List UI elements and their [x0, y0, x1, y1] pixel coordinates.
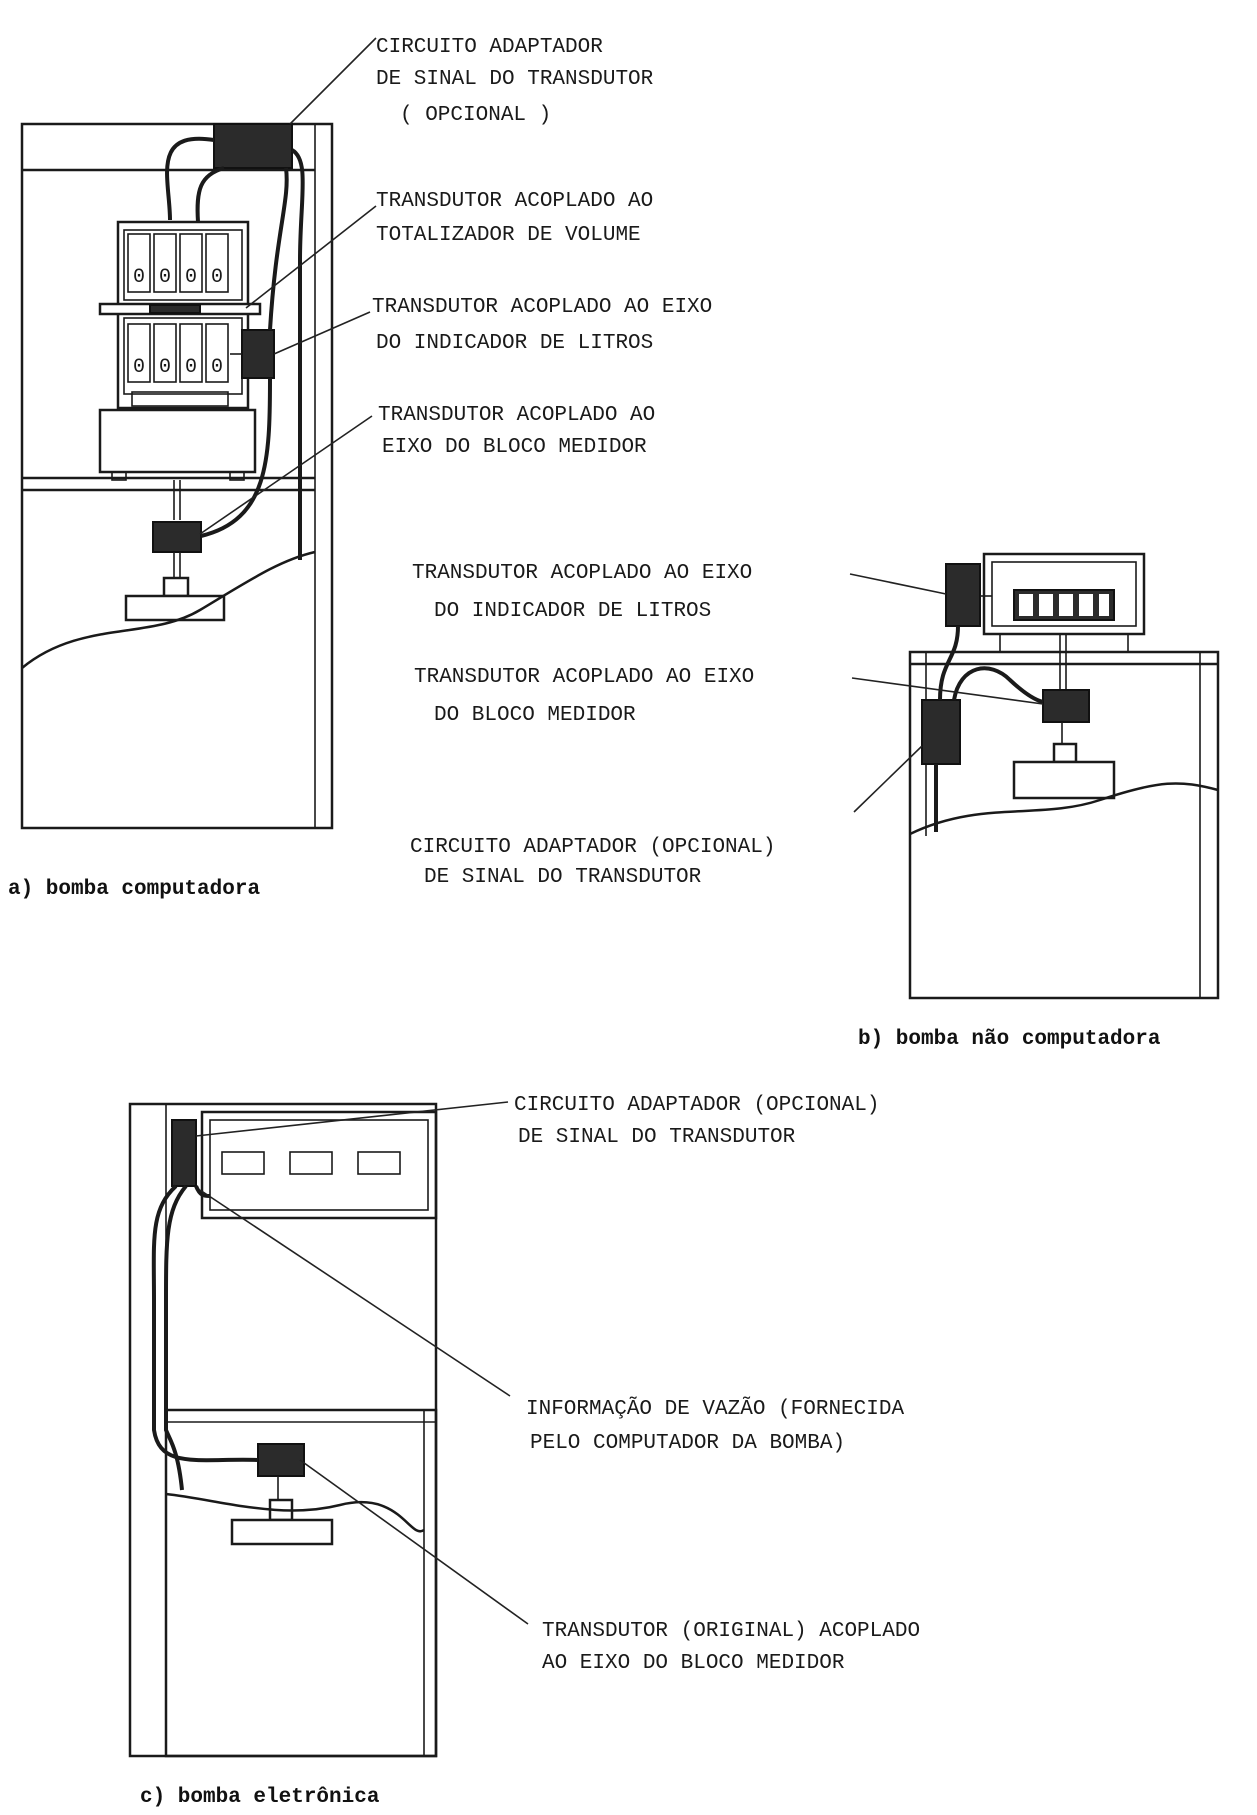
pump-a-cabinet — [20, 122, 334, 830]
pump-b-ground — [909, 782, 1219, 836]
pump-b-meterblock-label-2: DO BLOCO MEDIDOR — [434, 704, 636, 727]
pump-c-flow-label-2: PELO COMPUTADOR DA BOMBA) — [530, 1432, 845, 1455]
pump-b-cabinet — [908, 650, 1220, 1000]
svg-text:0: 0 — [159, 356, 171, 379]
pump-c-display-panel — [200, 1110, 438, 1220]
pump-a-circuit-label-1: CIRCUITO ADAPTADOR — [376, 36, 603, 59]
pump-c-flow-label-1: INFORMAÇÃO DE VAZÃO (FORNECIDA — [526, 1396, 904, 1421]
pump-b-display — [982, 552, 1146, 636]
pump-a-register: 0 0 0 0 0 0 0 0 — [98, 220, 262, 410]
pump-a-caption: a) bomba computadora — [8, 878, 260, 901]
pump-c-ground — [165, 1492, 425, 1533]
svg-text:0: 0 — [133, 266, 145, 289]
pump-c-lower-cabinet — [164, 1408, 438, 1758]
totalizer-digits: 0 0 0 0 — [127, 233, 229, 293]
totalizer-transducer — [149, 304, 201, 314]
pump-b-liters-label-1: TRANSDUTOR ACOPLADO AO EIXO — [412, 562, 752, 585]
pump-b-meterblock-transducer — [1042, 689, 1090, 723]
pump-c-electronic — [128, 1102, 438, 1758]
pump-b-liters-label-2: DO INDICADOR DE LITROS — [434, 600, 711, 623]
leader-lines — [195, 37, 1044, 1625]
pump-c-circuit-adapter — [171, 1119, 197, 1187]
pump-b-circuit-label-2: DE SINAL DO TRANSDUTOR — [424, 866, 702, 889]
pump-c-original-label-2: AO EIXO DO BLOCO MEDIDOR — [542, 1652, 845, 1675]
svg-text:0: 0 — [185, 356, 197, 379]
pump-c-original-transducer — [257, 1443, 305, 1477]
svg-text:0: 0 — [211, 356, 223, 379]
svg-text:0: 0 — [133, 356, 145, 379]
svg-text:0: 0 — [211, 266, 223, 289]
pump-c-circuit-label-2: DE SINAL DO TRANSDUTOR — [518, 1126, 796, 1149]
pump-a-computing: 0 0 0 0 0 0 0 0 — [20, 122, 334, 830]
pump-a-liters-label-1: TRANSDUTOR ACOPLADO AO EIXO — [372, 296, 712, 319]
pump-a-circuit-label-3: ( OPCIONAL ) — [400, 104, 551, 127]
pump-a-circuit-label-2: DE SINAL DO TRANSDUTOR — [376, 68, 654, 91]
pump-a-meterblock-label-1: TRANSDUTOR ACOPLADO AO — [378, 404, 655, 427]
pump-a-liters-transducer — [241, 329, 275, 379]
pump-c-original-label-1: TRANSDUTOR (ORIGINAL) ACOPLADO — [542, 1620, 920, 1643]
pump-b-liters-transducer — [945, 563, 981, 627]
pump-a-meter-box — [98, 408, 257, 474]
pump-a-circuit-adapter — [213, 123, 293, 169]
pump-b-meterblock-label-1: TRANSDUTOR ACOPLADO AO EIXO — [414, 666, 754, 689]
svg-text:0: 0 — [185, 266, 197, 289]
pump-a-totalizer-label-1: TRANSDUTOR ACOPLADO AO — [376, 190, 653, 213]
pump-a-meterblock-transducer — [152, 521, 202, 553]
pump-a-ground — [21, 550, 316, 669]
pump-a-liters-label-2: DO INDICADOR DE LITROS — [376, 332, 653, 355]
pump-b-noncomputing — [908, 552, 1220, 1000]
pump-c-circuit-label-1: CIRCUITO ADAPTADOR (OPCIONAL) — [514, 1094, 879, 1117]
svg-text:0: 0 — [159, 266, 171, 289]
pump-b-circuit-adapter — [921, 699, 961, 765]
liters-digits: 0 0 0 0 — [127, 323, 229, 383]
pump-b-circuit-label-1: CIRCUITO ADAPTADOR (OPCIONAL) — [410, 836, 775, 859]
pump-a-meterblock-label-2: EIXO DO BLOCO MEDIDOR — [382, 436, 647, 459]
pump-a-totalizer-label-2: TOTALIZADOR DE VOLUME — [376, 224, 641, 247]
pump-c-caption: c) bomba eletrônica — [140, 1786, 380, 1809]
pump-b-caption: b) bomba não computadora — [858, 1028, 1161, 1051]
